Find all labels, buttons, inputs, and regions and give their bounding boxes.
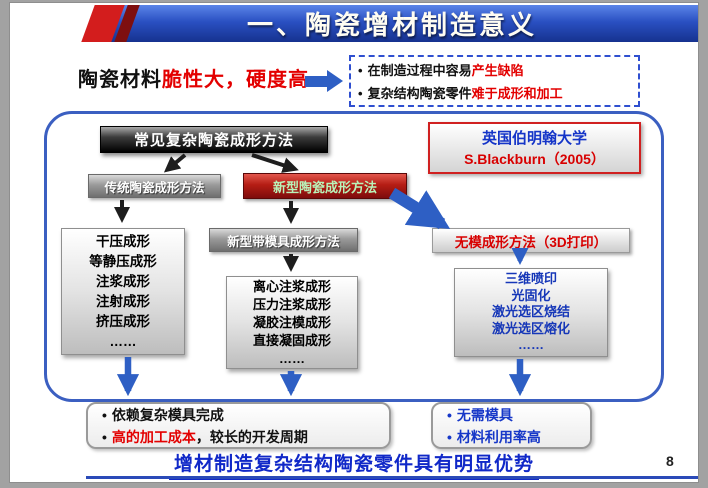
bullet-icon: •	[102, 428, 107, 445]
issue-highlight: 难于成形和加工	[471, 86, 563, 101]
conclusion-highlight: 高的加工成本	[111, 428, 196, 445]
page-number: 8	[666, 453, 674, 469]
credit-reference: S.Blackburn（2005）	[464, 151, 605, 167]
conclusion-item: •依赖复杂模具完成	[102, 405, 389, 425]
conclusion-text: ，较长的开发周期	[195, 428, 308, 445]
right-arrow-icon	[305, 70, 343, 92]
lead-properties: 脆性大，硬度高	[162, 69, 309, 91]
conclusion-item: •材料利用率高	[447, 427, 590, 447]
bullet-icon: •	[102, 406, 107, 423]
credit-box: 英国伯明翰大学 S.Blackburn（2005）	[428, 122, 641, 174]
page-title: 一、陶瓷增材制造意义	[246, 10, 537, 40]
conclusion-text: 材料利用率高	[456, 428, 541, 445]
mold-methods-list: 离心注浆成形 压力注浆成形 凝胶注模成形 直接凝固成形 ……	[226, 276, 358, 369]
list-item: 注浆成形	[96, 273, 150, 289]
conclusion-text: 无需模具	[456, 406, 513, 423]
issue-item: • 复杂结构陶瓷零件难于成形和加工	[358, 83, 631, 102]
conclusion-text: 依赖复杂模具完成	[111, 406, 224, 423]
list-item: 光固化	[511, 287, 551, 303]
additive-methods-list: 三维喷印 光固化 激光选区烧结 激光选区熔化 ……	[454, 268, 608, 357]
bullet-icon: •	[358, 86, 363, 101]
issue-text: 在制造过程中容易	[367, 63, 472, 78]
title-bar: 一、陶瓷增材制造意义	[86, 5, 698, 42]
list-item: 凝胶注模成形	[252, 314, 331, 330]
list-item: ……	[518, 337, 544, 353]
traditional-methods-list: 干压成形 等静压成形 注浆成形 注射成形 挤压成形 ……	[61, 228, 185, 355]
conclusion-right-box: •无需模具 •材料利用率高	[431, 402, 592, 449]
list-item: 注射成形	[96, 293, 150, 309]
moldless-methods-box: 无模成形方法（3D打印）	[432, 228, 630, 253]
bullet-icon: •	[358, 63, 363, 78]
issue-highlight: 产生缺陷	[471, 63, 524, 78]
issue-text: 复杂结构陶瓷零件	[367, 86, 472, 101]
right-arrow-stem	[305, 75, 327, 87]
list-item: ……	[279, 350, 305, 366]
list-item: 三维喷印	[504, 271, 557, 287]
conclusion-item: •高的加工成本，较长的开发周期	[102, 427, 389, 447]
conclusion-left-box: •依赖复杂模具完成 •高的加工成本，较长的开发周期	[86, 402, 391, 449]
lead-statement: 陶瓷材料脆性大，硬度高	[78, 63, 309, 92]
list-item: 激光选区熔化	[491, 320, 570, 336]
list-item: 挤压成形	[96, 313, 150, 329]
issues-panel: • 在制造过程中容易产生缺陷 • 复杂结构陶瓷零件难于成形和加工	[349, 55, 640, 107]
bullet-icon: •	[447, 428, 452, 445]
bottom-rule	[86, 476, 698, 479]
list-item: 压力注浆成形	[252, 296, 331, 312]
list-item: 等静压成形	[89, 253, 157, 269]
conclusion-item: •无需模具	[447, 405, 590, 425]
issue-item: • 在制造过程中容易产生缺陷	[358, 60, 631, 79]
credit-organization: 英国伯明翰大学	[481, 130, 587, 147]
lead-subject: 陶瓷材料	[78, 69, 162, 91]
flow-root-box: 常见复杂陶瓷成形方法	[100, 126, 328, 153]
right-arrow-head	[327, 70, 343, 92]
list-item: 干压成形	[96, 233, 150, 249]
bullet-icon: •	[447, 406, 452, 423]
novel-methods-box: 新型陶瓷成形方法	[243, 173, 407, 199]
mold-based-methods-box: 新型带模具成形方法	[209, 228, 358, 252]
list-item: 激光选区烧结	[491, 304, 570, 320]
list-item: 离心注浆成形	[252, 278, 331, 294]
traditional-methods-box: 传统陶瓷成形方法	[88, 174, 221, 198]
list-item: 直接凝固成形	[252, 332, 331, 348]
list-item: ……	[109, 333, 137, 349]
